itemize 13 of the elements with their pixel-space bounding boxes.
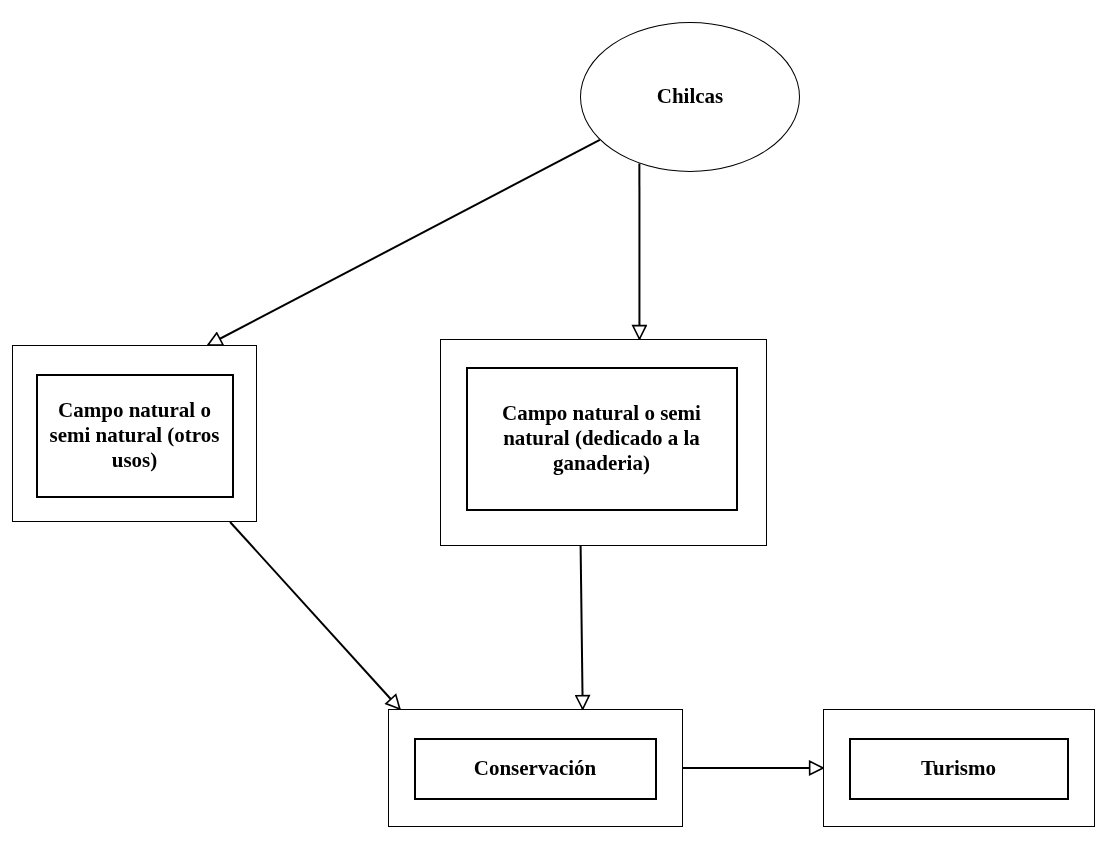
arrow <box>575 545 590 710</box>
frame-box <box>823 709 1095 827</box>
arrow <box>632 162 647 340</box>
frame-box <box>388 709 683 827</box>
arrow <box>682 760 824 776</box>
process-box: Campo natural o semi natural (otros usos) <box>35 373 234 498</box>
arrow <box>207 138 601 346</box>
arrow <box>229 521 401 710</box>
frame-box <box>440 339 767 546</box>
frame-box <box>12 345 257 522</box>
process-box: Turismo <box>848 737 1069 800</box>
process-box: Conservación <box>413 737 657 800</box>
process-box: Campo natural o semi natural (dedicado a la ganaderia) <box>465 366 738 511</box>
